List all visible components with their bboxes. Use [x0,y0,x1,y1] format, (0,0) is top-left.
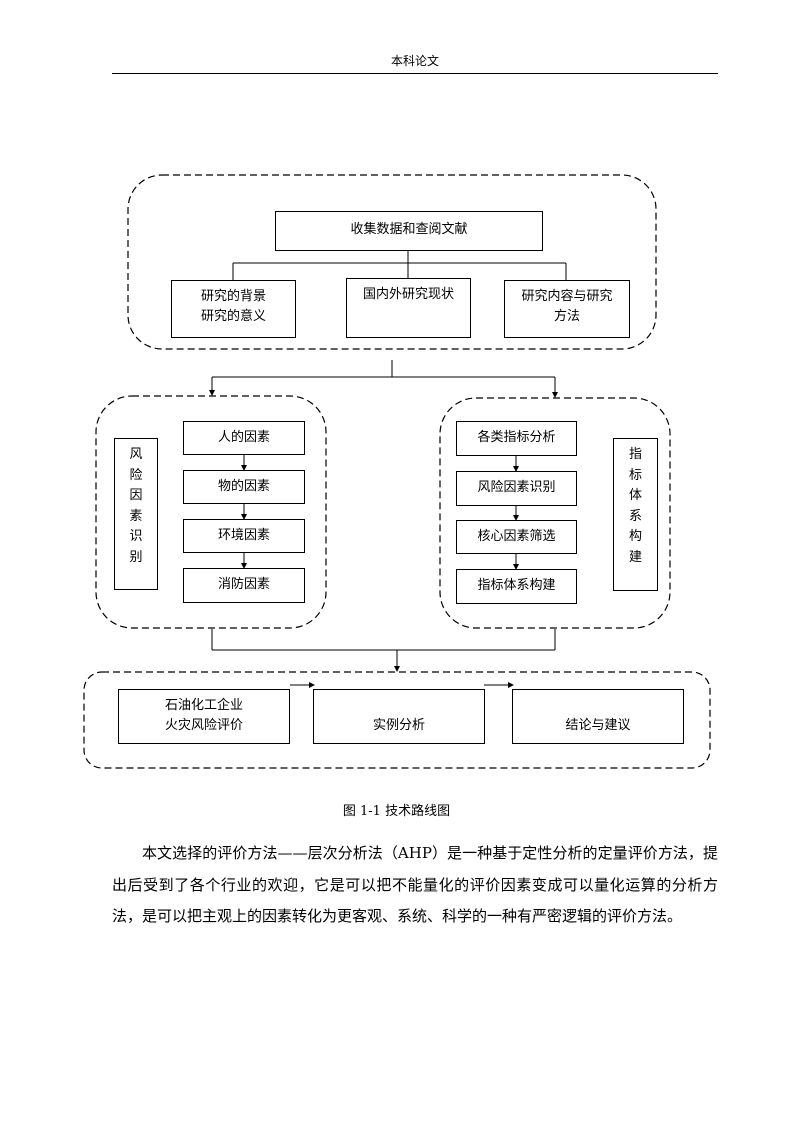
indicator-system-label: 指 标 体 系 构 建 [613,438,658,591]
figure-caption: 图 1-1 技术路线图 [342,804,451,819]
indicator-system-construction-box: 指标体系构建 [456,569,577,604]
fire-protection-factor-box: 消防因素 [183,568,305,603]
content-line-1: 研究内容与研究 [521,289,613,304]
case-analysis-box: 实例分析 [313,689,485,744]
evaluation-line-2: 火灾风险评价 [164,718,243,733]
risk-factor-identification-box: 风险因素识别 [456,471,577,506]
content-line-2: 方法 [553,309,580,324]
background-line-2: 研究的意义 [200,309,266,324]
conclusion-box: 结论与建议 [512,689,684,744]
evaluation-line-1: 石油化工企业 [164,698,243,713]
background-box: 研究的背景 研究的意义 [171,280,296,338]
body-paragraph-text: 本文选择的评价方法——层次分析法（AHP）是一种基于定性分析的定量评价方法，提出… [112,844,718,925]
top-dashed-group [127,174,657,350]
body-paragraph: 本文选择的评价方法——层次分析法（AHP）是一种基于定性分析的定量评价方法，提出… [112,838,718,933]
technical-roadmap-diagram [83,174,711,769]
content-box: 研究内容与研究 方法 [504,280,630,338]
left-dashed-group [95,395,327,629]
background-line-1: 研究的背景 [200,289,266,304]
collect-data-box: 收集数据和查阅文献 [275,211,543,251]
header-rule [112,73,718,74]
human-factor-box: 人的因素 [183,421,305,455]
material-factor-box: 物的因素 [183,470,305,504]
status-box: 国内外研究现状 [346,278,471,338]
page-header: 本科论文 [390,54,439,68]
right-dashed-group [439,397,671,629]
environment-factor-box: 环境因素 [183,519,305,553]
indicator-analysis-box: 各类指标分析 [456,421,577,456]
risk-identification-label: 风 险 因 素 识 别 [114,438,158,590]
core-factor-screening-box: 核心因素筛选 [456,520,577,554]
fire-risk-evaluation-box: 石油化工企业 火灾风险评价 [118,689,290,744]
bottom-dashed-group [83,671,711,769]
